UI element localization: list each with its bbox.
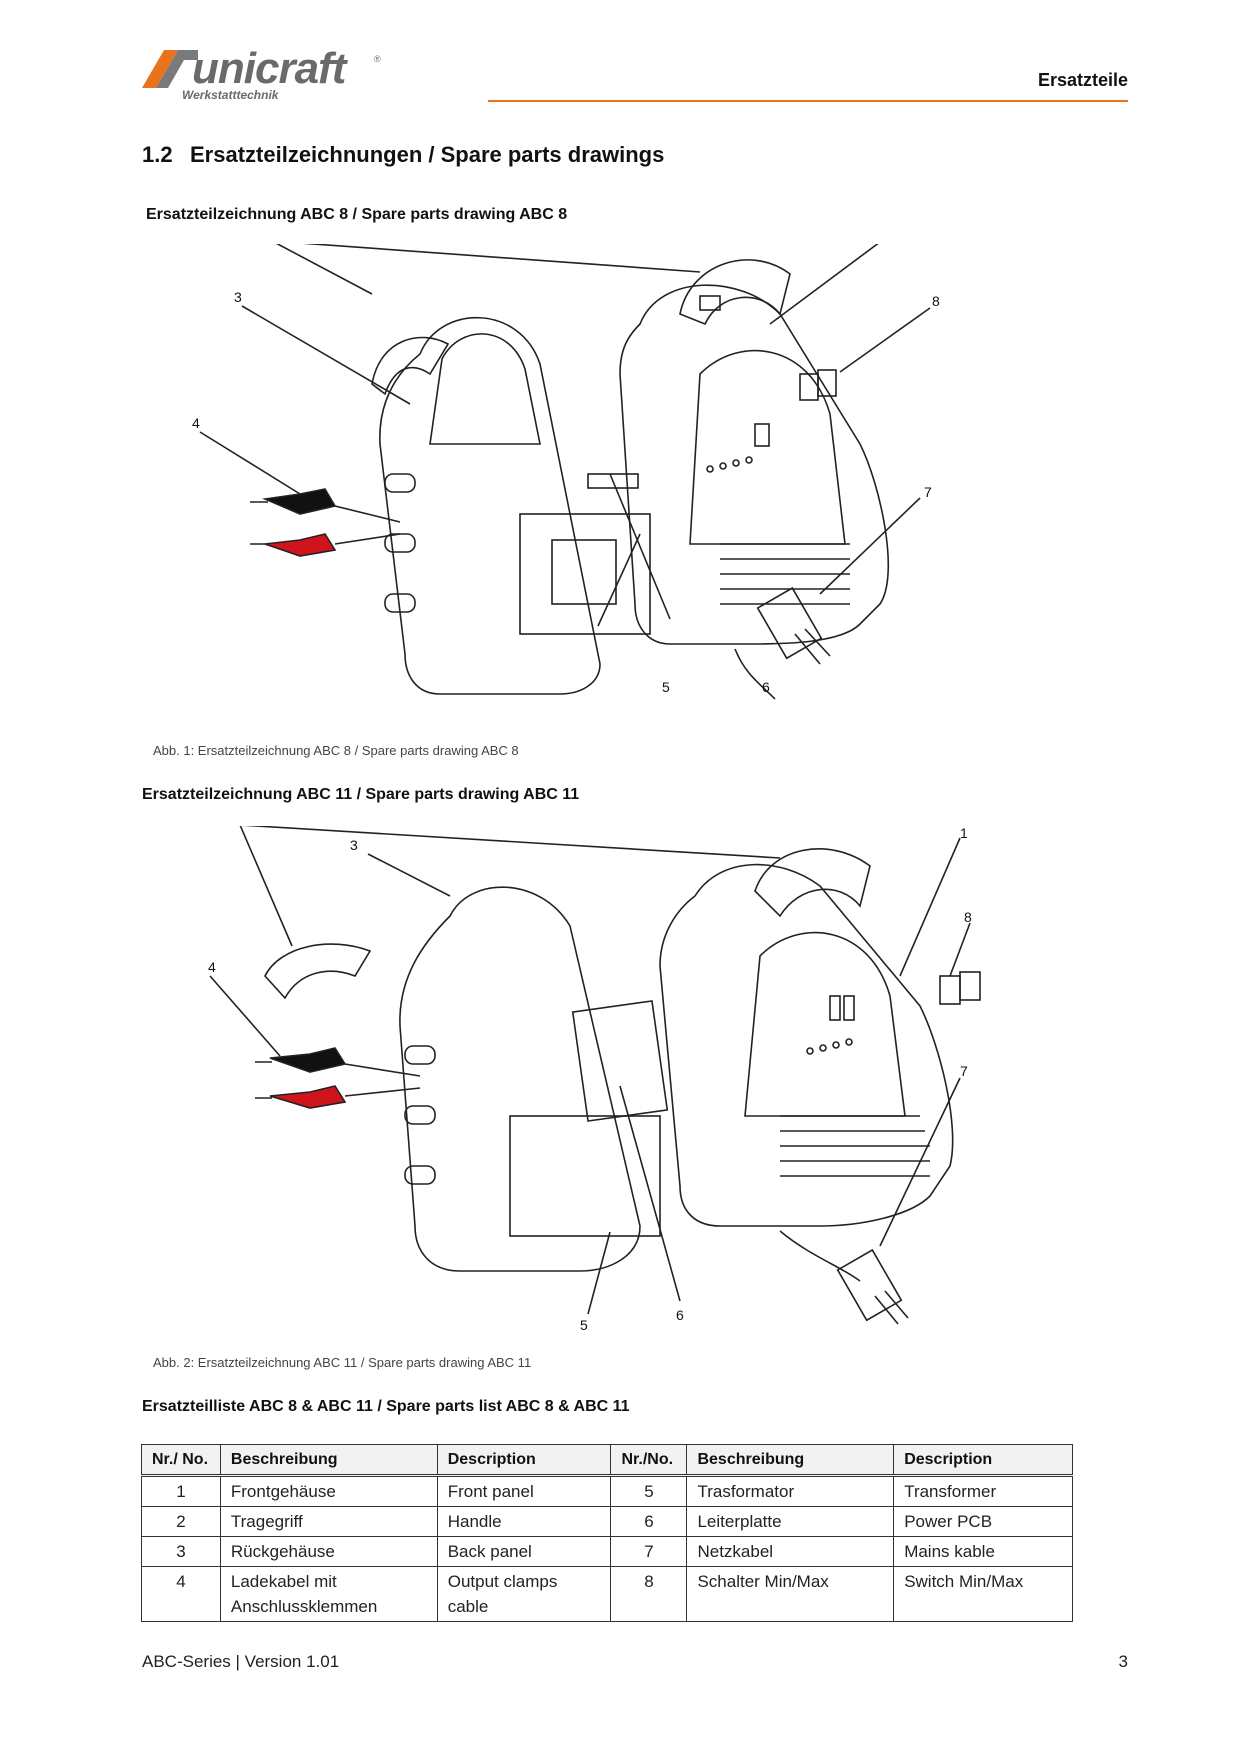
brand-registered-mark: ® xyxy=(374,54,381,64)
cell-no: 1 xyxy=(141,1475,221,1507)
cell-description: Transformer xyxy=(893,1475,1073,1507)
figure2-caption: Abb. 2: Ersatzteilzeichnung ABC 11 / Spa… xyxy=(153,1355,532,1370)
figure1-callout-5: 5 xyxy=(662,679,670,695)
cell-no: 8 xyxy=(610,1566,688,1622)
cell-no: 7 xyxy=(610,1536,688,1567)
cell-beschreibung: Trasformator xyxy=(686,1475,895,1507)
brand-name: unicraft xyxy=(192,44,346,93)
figure2-callout-1: 1 xyxy=(960,826,968,841)
table-row: 4 Ladekabel mit Anschlussklemmen Output … xyxy=(141,1566,1073,1622)
column-header-beschreibung-2: Beschreibung xyxy=(686,1444,895,1477)
figure2-exploded-drawing: 2 3 4 5 6 7 1 8 xyxy=(180,826,1080,1346)
figure2-callout-6: 6 xyxy=(676,1307,684,1323)
cell-description: Back panel xyxy=(436,1536,612,1567)
column-header-no: Nr./ No. xyxy=(141,1444,221,1477)
cell-beschreibung: Netzkabel xyxy=(686,1536,895,1567)
header-divider xyxy=(488,100,1128,102)
cell-description: Front panel xyxy=(436,1475,612,1507)
figure1-heading: Ersatzteilzeichnung ABC 8 / Spare parts … xyxy=(146,206,568,223)
column-header-description: Description xyxy=(436,1444,612,1477)
section-number: 1.2 xyxy=(142,142,173,167)
cell-no: 5 xyxy=(610,1475,688,1507)
cell-description: Mains kable xyxy=(893,1536,1073,1567)
figure1-callout-4: 4 xyxy=(192,415,200,431)
figure1-callout-6: 6 xyxy=(762,679,770,695)
section-heading: 1.2 Ersatzteilzeichnungen / Spare parts d… xyxy=(142,142,664,168)
cell-description: Handle xyxy=(436,1506,612,1537)
page-number: 3 xyxy=(1118,1652,1128,1671)
cell-no: 2 xyxy=(141,1506,221,1537)
table-row: 1 Frontgehäuse Front panel 5 Trasformato… xyxy=(141,1475,1073,1507)
cell-no: 6 xyxy=(610,1506,688,1537)
column-header-no-2: Nr./No. xyxy=(610,1444,688,1477)
cell-beschreibung: Rückgehäuse xyxy=(219,1536,438,1567)
cell-beschreibung: Ladekabel mit Anschlussklemmen xyxy=(219,1566,438,1622)
figure2-heading: Ersatzteilzeichnung ABC 11 / Spare parts… xyxy=(142,786,580,803)
figure1-caption: Abb. 1: Ersatzteilzeichnung ABC 8 / Spar… xyxy=(153,743,519,758)
parts-list-table: Nr./ No. Beschreibung Description Nr./No… xyxy=(141,1444,1073,1622)
cell-description: Output clamps cable xyxy=(436,1566,612,1622)
cell-beschreibung: Leiterplatte xyxy=(686,1506,895,1537)
figure2-callout-8: 8 xyxy=(964,909,972,925)
cell-beschreibung: Schalter Min/Max xyxy=(686,1566,895,1622)
cell-beschreibung: Tragegriff xyxy=(219,1506,438,1537)
column-header-description-2: Description xyxy=(893,1444,1073,1477)
figure1-exploded-drawing: 2 3 4 5 6 7 8 1 xyxy=(180,244,1080,744)
cell-no: 4 xyxy=(141,1566,221,1622)
figure1-callout-8: 8 xyxy=(932,293,940,309)
figure1-callout-7: 7 xyxy=(924,484,932,500)
parts-list-heading: Ersatzteilliste ABC 8 & ABC 11 / Spare p… xyxy=(142,1398,630,1415)
table-row: 3 Rückgehäuse Back panel 7 Netzkabel Mai… xyxy=(141,1536,1073,1567)
cell-description: Switch Min/Max xyxy=(893,1566,1073,1622)
cell-description: Power PCB xyxy=(893,1506,1073,1537)
figure2-callout-4: 4 xyxy=(208,959,216,975)
figure2-callout-3: 3 xyxy=(350,837,358,853)
figure2-callout-7: 7 xyxy=(960,1063,968,1079)
cell-no: 3 xyxy=(141,1536,221,1567)
figure2-callout-5: 5 xyxy=(580,1317,588,1333)
section-title: Ersatzteilzeichnungen / Spare parts draw… xyxy=(190,142,665,167)
footer-version: ABC-Series | Version 1.01 xyxy=(142,1652,340,1671)
logo-mark-icon xyxy=(142,50,198,88)
brand-logo: unicraft ® Werkstatttechnik xyxy=(142,44,392,106)
brand-tagline: Werkstatttechnik xyxy=(182,88,279,102)
figure1-callout-3: 3 xyxy=(234,289,242,305)
column-header-beschreibung: Beschreibung xyxy=(219,1444,438,1477)
table-row: 2 Tragegriff Handle 6 Leiterplatte Power… xyxy=(141,1506,1073,1537)
table-header-row: Nr./ No. Beschreibung Description Nr./No… xyxy=(141,1444,1073,1477)
cell-beschreibung: Frontgehäuse xyxy=(219,1475,438,1507)
header-section-tag: Ersatzteile xyxy=(1037,70,1128,90)
